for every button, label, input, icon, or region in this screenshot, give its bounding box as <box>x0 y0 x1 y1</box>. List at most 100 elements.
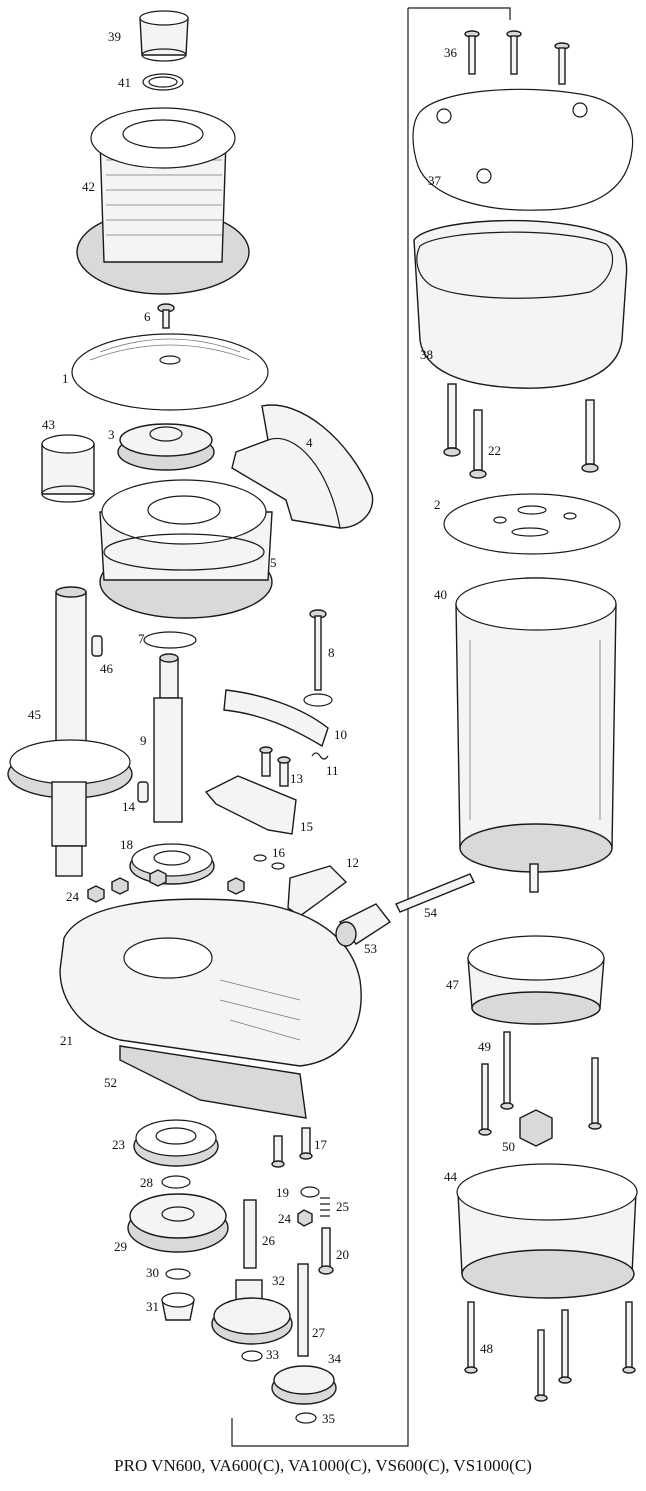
part-34-gear <box>271 1365 337 1405</box>
label-40: 40 <box>434 587 447 602</box>
part-29-gear <box>127 1193 229 1253</box>
part-38-cover <box>413 219 628 389</box>
part-24-nut-lower <box>297 1209 313 1227</box>
part-21-housing <box>59 898 362 1067</box>
label-36: 36 <box>444 45 457 60</box>
label-15: 15 <box>300 819 313 834</box>
part-53-coupling <box>335 903 392 947</box>
label-47: 47 <box>446 977 459 992</box>
part-7-ring <box>143 631 197 649</box>
part-14-key <box>137 781 149 803</box>
part-22-screws <box>443 383 599 479</box>
label-12: 12 <box>346 855 359 870</box>
part-48-screws <box>464 1301 636 1402</box>
label-50: 50 <box>502 1139 515 1154</box>
label-42: 42 <box>82 179 95 194</box>
part-50-nut <box>519 1109 553 1147</box>
part-26-pin <box>243 1199 257 1269</box>
label-44: 44 <box>444 1169 457 1184</box>
label-30: 30 <box>146 1265 159 1280</box>
part-45-shaft <box>7 586 133 877</box>
part-49-screws <box>478 1031 602 1136</box>
label-17: 17 <box>314 1137 327 1152</box>
label-16: 16 <box>272 845 285 860</box>
part-16-washer-2 <box>271 862 285 870</box>
part-12-block <box>287 865 348 917</box>
label-43: 43 <box>42 417 55 432</box>
label-34: 34 <box>328 1351 341 1366</box>
part-8-bolt <box>309 609 327 691</box>
part-5-wheel <box>99 479 273 619</box>
part-2-plate <box>443 493 621 555</box>
part-28-clip <box>161 1175 191 1189</box>
label-48: 48 <box>480 1341 493 1356</box>
label-27: 27 <box>312 1325 325 1340</box>
label-35: 35 <box>322 1411 335 1426</box>
label-25: 25 <box>336 1199 349 1214</box>
label-5: 5 <box>270 555 277 570</box>
label-32: 32 <box>272 1273 285 1288</box>
part-15-bracket <box>204 775 297 835</box>
label-7: 7 <box>138 631 145 646</box>
label-26: 26 <box>262 1233 275 1248</box>
part-11-spring <box>311 752 329 760</box>
part-46-key <box>91 635 103 657</box>
label-24-lower: 24 <box>278 1211 291 1226</box>
label-21: 21 <box>60 1033 73 1048</box>
part-18-seal <box>129 843 215 885</box>
part-41-ring-inner <box>148 76 178 88</box>
part-13-screws <box>259 746 291 787</box>
label-38: 38 <box>420 347 433 362</box>
label-49: 49 <box>478 1039 491 1054</box>
part-52-plate <box>119 1045 307 1119</box>
part-6-screw <box>157 303 175 329</box>
part-10-arm <box>223 689 329 748</box>
label-41: 41 <box>118 75 131 90</box>
label-4: 4 <box>306 435 313 450</box>
label-52: 52 <box>104 1075 117 1090</box>
part-39-socket <box>139 10 189 62</box>
label-20: 20 <box>336 1247 349 1262</box>
part-40-motor <box>455 577 617 893</box>
part-19-washer <box>300 1186 320 1198</box>
part-44-cap <box>456 1163 638 1299</box>
part-3-gear <box>117 423 215 471</box>
part-36-screws <box>464 30 570 85</box>
label-3: 3 <box>108 427 115 442</box>
diagram-caption: PRO VN600, VA600(C), VA1000(C), VS600(C)… <box>114 1456 532 1475</box>
frame-top-line <box>408 7 511 20</box>
part-30-clip <box>165 1268 191 1280</box>
label-23: 23 <box>112 1137 125 1152</box>
part-17-screws <box>271 1127 313 1168</box>
label-46: 46 <box>100 661 113 676</box>
part-24-nuts <box>87 869 245 903</box>
part-27-rod <box>297 1263 309 1357</box>
part-8-washer <box>303 693 333 707</box>
part-4-guide <box>231 404 374 529</box>
label-2: 2 <box>434 497 441 512</box>
part-42-drum <box>76 107 250 295</box>
label-14: 14 <box>122 799 135 814</box>
label-24: 24 <box>66 889 79 904</box>
label-22: 22 <box>488 443 501 458</box>
part-32-gear <box>211 1279 293 1345</box>
label-10: 10 <box>334 727 347 742</box>
part-35-washer <box>295 1412 317 1424</box>
part-33-washer <box>241 1350 263 1362</box>
label-19: 19 <box>276 1185 289 1200</box>
label-6: 6 <box>144 309 151 324</box>
label-54: 54 <box>424 905 437 920</box>
label-18: 18 <box>120 837 133 852</box>
label-37: 37 <box>428 173 441 188</box>
label-39: 39 <box>108 29 121 44</box>
label-8: 8 <box>328 645 335 660</box>
label-29: 29 <box>114 1239 127 1254</box>
label-9: 9 <box>140 733 147 748</box>
part-43-sleeve <box>41 434 95 503</box>
part-16-washer <box>253 854 267 862</box>
part-25-spring <box>320 1197 330 1217</box>
label-11: 11 <box>326 763 339 778</box>
part-20-bolt <box>318 1227 334 1275</box>
